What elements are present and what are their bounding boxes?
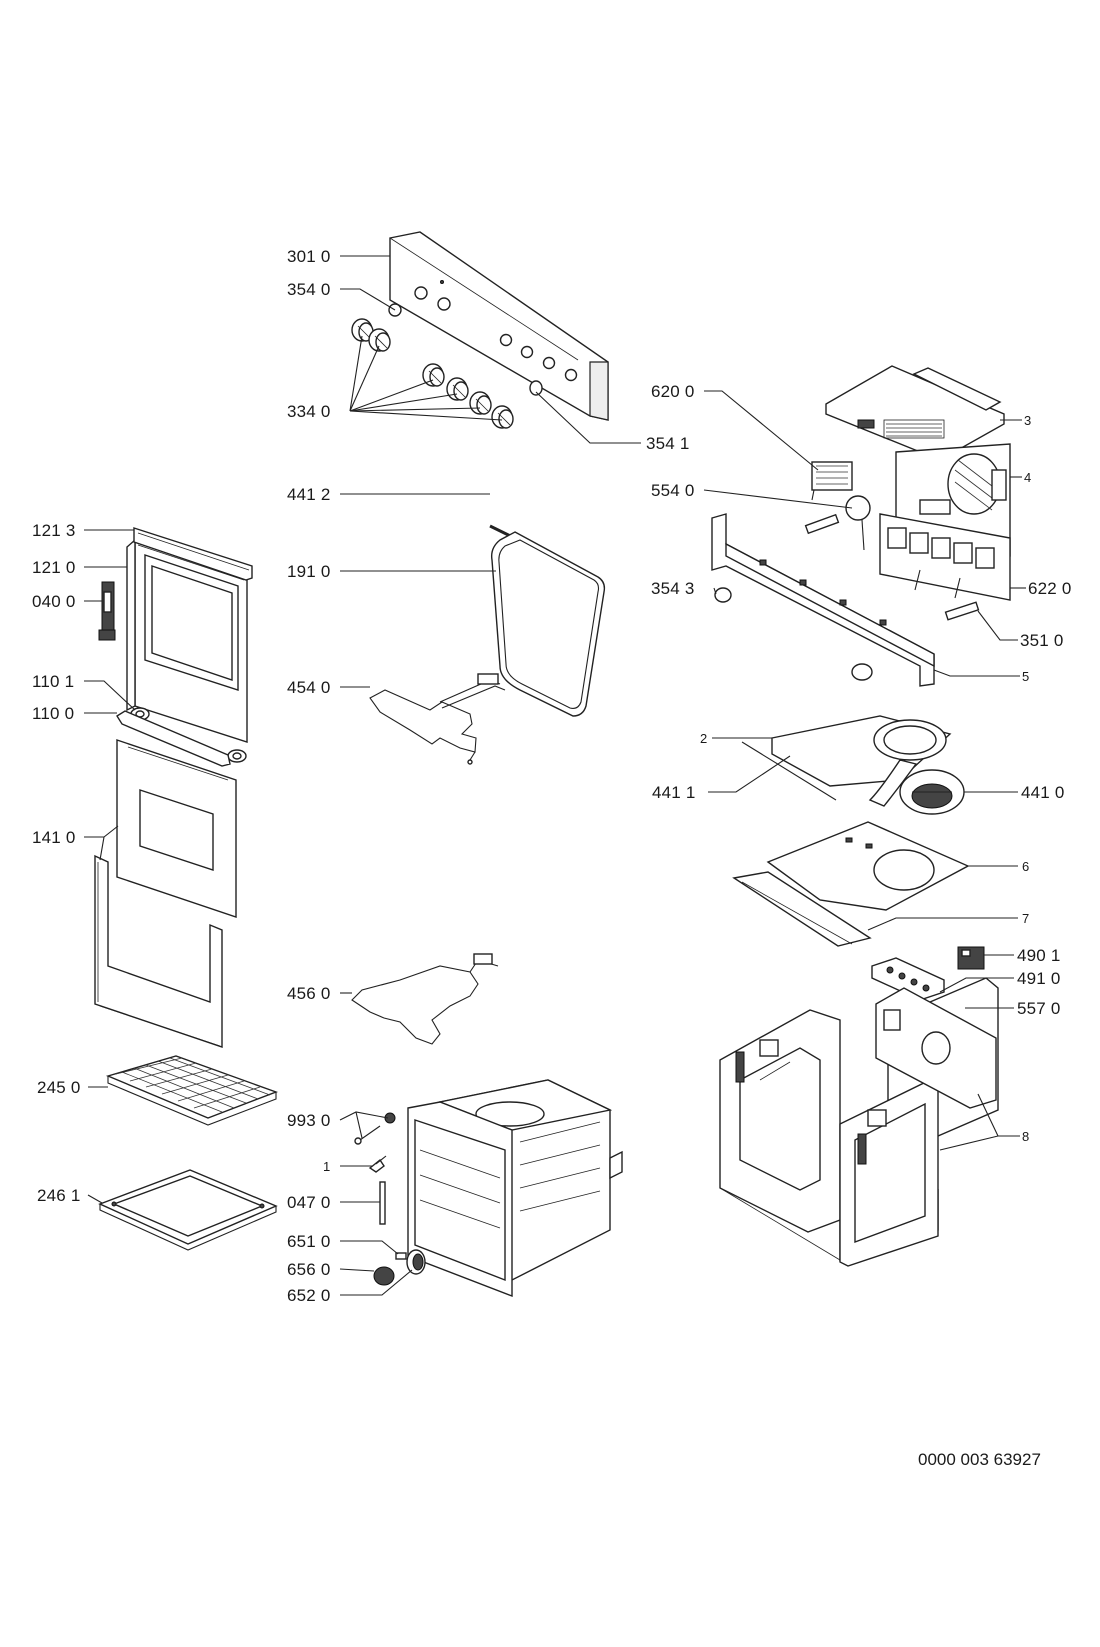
fan-cover-part [771,715,952,807]
callout-label: 620 0 [651,382,695,401]
knob-cap-part [529,380,543,396]
callout-label: 301 0 [287,247,331,266]
knob-cap-part [714,587,873,681]
callout-label: 441 0 [1021,783,1065,802]
callout-label: 2 [700,731,708,746]
callout-label: 622 0 [1028,579,1072,598]
door-handle-part [116,710,231,767]
callout-label: 141 0 [32,828,76,847]
oven-lamp-part [373,1249,426,1286]
selector-switch-part [811,461,853,501]
fan-part [899,769,965,815]
handle-clip-part [130,707,247,763]
door-inner-frame-part [126,538,248,743]
callout-label: 8 [1022,1129,1030,1144]
thermostat-part [804,495,871,551]
callout-label: 454 0 [287,678,331,697]
terminal-block-part [871,957,945,1001]
callout-label: 121 3 [32,521,76,540]
partition-plate-part [766,821,970,911]
bottom-heating-element-part [351,953,499,1045]
top-heating-element-part [369,673,506,765]
callout-label: 245 0 [37,1078,81,1097]
callout-label: 7 [1022,911,1030,926]
callout-label: 1 [323,1159,331,1174]
callout-label: 557 0 [1017,999,1061,1018]
back-panel-part [875,987,997,1109]
callout-label: 993 0 [287,1111,331,1130]
switch-shaft-part [944,601,980,621]
callout-label: 491 0 [1017,969,1061,988]
fan-seal-part [741,741,837,801]
oven-gasket-part [490,531,606,717]
bracket-part [368,1155,387,1173]
baking-tray-part [98,1169,278,1251]
insulation-strip-part [732,871,872,947]
leader-lines [84,255,1026,1296]
callout-label: 441 2 [287,485,331,504]
callout-label: 554 0 [651,481,695,500]
callout-label: 651 0 [287,1232,331,1251]
switch-block-part [879,513,1011,601]
control-panel-part [389,231,609,421]
callout-label: 246 1 [37,1186,81,1205]
callout-label: 047 0 [287,1193,331,1212]
callout-label: 656 0 [287,1260,331,1279]
callout-label: 354 3 [651,579,695,598]
callout-label: 6 [1022,859,1030,874]
callout-label: 040 0 [32,592,76,611]
callout-label: 110 1 [32,672,75,691]
callout-label: 334 0 [287,402,331,421]
callout-label: 351 0 [1020,631,1064,650]
callout-label: 490 1 [1017,946,1061,965]
callout-label: 354 1 [646,434,690,453]
oven-cavity-part [407,1079,623,1298]
callout-label: 110 0 [32,704,75,723]
callout-label: 121 0 [32,558,76,577]
callout-label: 5 [1022,669,1030,684]
callout-label: 3 [1024,413,1032,428]
callout-label: 652 0 [287,1286,331,1305]
callout-label: 354 0 [287,280,331,299]
callout-label: 456 0 [287,984,331,1003]
door-top-strip-part [133,527,253,581]
top-cover-part [825,365,1005,461]
oven-rack-part [105,1055,279,1126]
door-hinge-part [98,581,116,641]
door-outer-glass-part [94,854,223,1048]
switch-part [957,946,985,970]
callout-label: 4 [1024,470,1032,485]
callout-label: 191 0 [287,562,331,581]
screw-part [354,1112,396,1145]
temperature-sensor-part [379,1181,386,1225]
control-frame-part [711,513,935,687]
document-number: 0000 003 63927 [918,1450,1041,1469]
callout-label: 441 1 [652,783,696,802]
door-glass-part [116,739,237,918]
